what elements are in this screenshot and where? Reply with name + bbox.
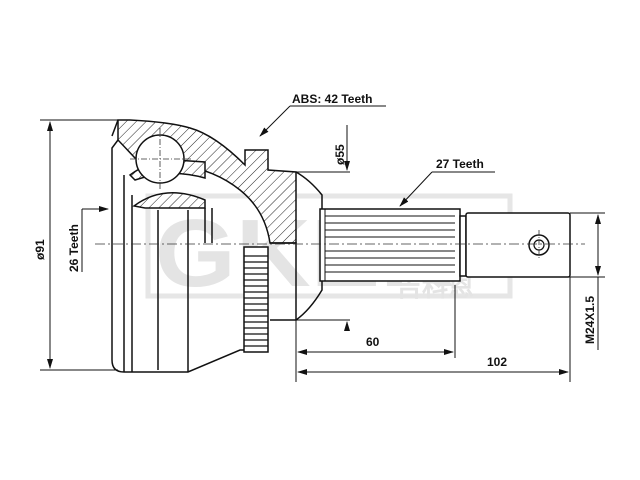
dim-lengths: [295, 277, 571, 382]
label-abs-teeth: ABS: 42 Teeth: [292, 92, 372, 106]
label-length-spline: 60: [366, 335, 380, 349]
label-diameter-shoulder: ø55: [333, 144, 347, 165]
dim-diameter-body: [40, 119, 118, 371]
label-outer-teeth: 27 Teeth: [436, 157, 484, 171]
label-length-total: 102: [487, 355, 507, 369]
dim-diameter-shoulder: [296, 125, 350, 331]
label-inner-teeth: 26 Teeth: [67, 224, 81, 272]
splined-shaft: [319, 208, 571, 282]
label-thread: M24X1.5: [583, 296, 597, 344]
dim-inner-teeth: [81, 206, 109, 272]
label-diameter-body: ø91: [33, 239, 47, 260]
abs-ring: [243, 246, 269, 353]
dim-thread: [570, 212, 605, 350]
